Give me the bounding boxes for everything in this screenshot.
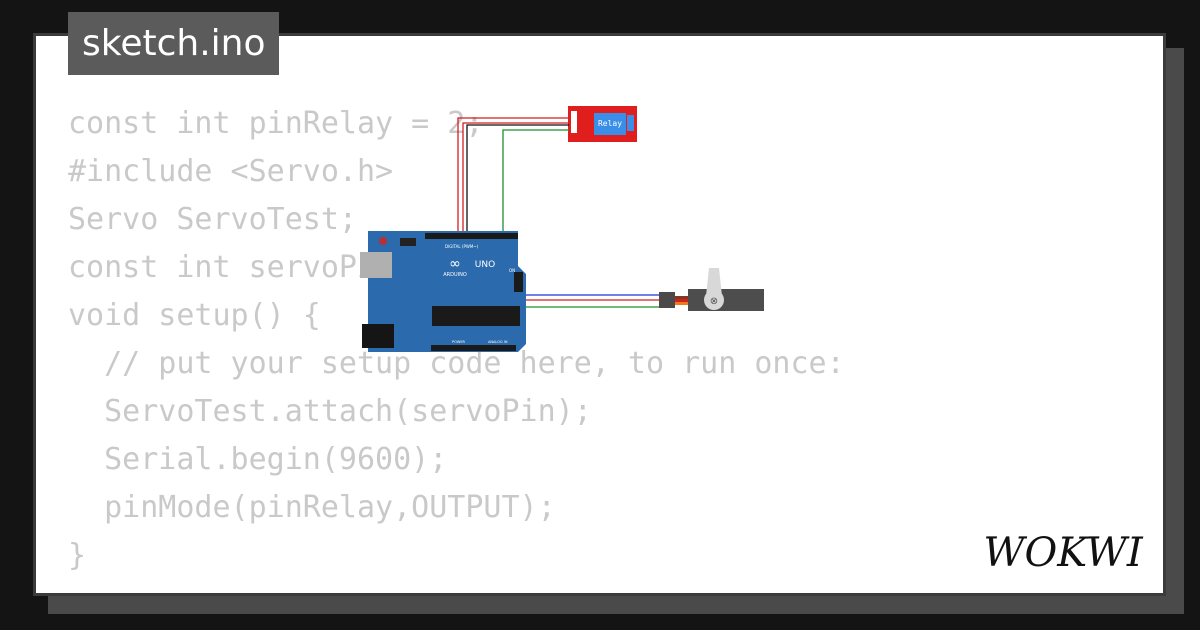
relay-pin-header [571, 111, 577, 133]
icsp-header [400, 238, 416, 246]
board-brand: ARDUINO [443, 272, 467, 278]
servo-hub [704, 290, 724, 310]
servo-body [688, 289, 764, 311]
analog-label: ANALOG IN [488, 340, 508, 344]
servo-horn [706, 268, 722, 296]
code-line: // put your setup code here, to run once… [68, 346, 845, 381]
servo-wire-orange [675, 302, 689, 305]
board-label: UNO [475, 260, 495, 270]
wokwi-logo: WOKWI [983, 530, 1143, 576]
power-label: POWER [452, 340, 466, 344]
atmega-chip [432, 306, 520, 326]
code-line: Serial.begin(9600); [68, 442, 448, 477]
circuit-diagram: Relay DIGITAL (PWM~) ∞ UNO ARDUINO ON PO… [360, 106, 764, 352]
relay-label: Relay [598, 119, 622, 128]
digital-header-label: DIGITAL (PWM~) [445, 244, 479, 249]
code-line: const int pinRelay = 2; [68, 106, 484, 141]
code-line: void setup() { [68, 298, 321, 333]
servo-wire-brown [675, 296, 689, 299]
code-line: #include <Servo.h> [68, 154, 394, 189]
relay-body [594, 113, 626, 135]
code-preview: const int pinRelay = 2; #include <Servo.h… [68, 100, 845, 580]
relay-module[interactable]: Relay [568, 106, 637, 142]
power-jack [362, 324, 394, 348]
relay-terminal [627, 115, 634, 131]
wire-green-signal [502, 129, 569, 237]
code-line: Servo ServoTest; [68, 202, 357, 237]
on-led-label: ON [509, 268, 515, 273]
servo-wire-red [675, 299, 689, 302]
cross-circle-icon: ⊗ [710, 296, 718, 307]
code-line: ServoTest.attach(servoPin); [68, 394, 592, 429]
logo-text: WOKWI [983, 530, 1143, 576]
infinity-icon: ∞ [449, 256, 461, 272]
digital-header [425, 233, 518, 239]
power-analog-header [431, 345, 516, 351]
icsp-header-2 [514, 272, 523, 292]
code-line: } [68, 538, 87, 573]
code-line: pinMode(pinRelay,OUTPUT); [68, 490, 556, 525]
usb-port [360, 252, 392, 278]
file-tab[interactable]: sketch.ino [68, 12, 280, 75]
reset-button [379, 237, 387, 245]
servo-motor[interactable]: ⊗ [659, 268, 764, 311]
servo-connector [659, 292, 675, 308]
arduino-uno-board[interactable]: DIGITAL (PWM~) ∞ UNO ARDUINO ON POWER AN… [360, 231, 526, 352]
